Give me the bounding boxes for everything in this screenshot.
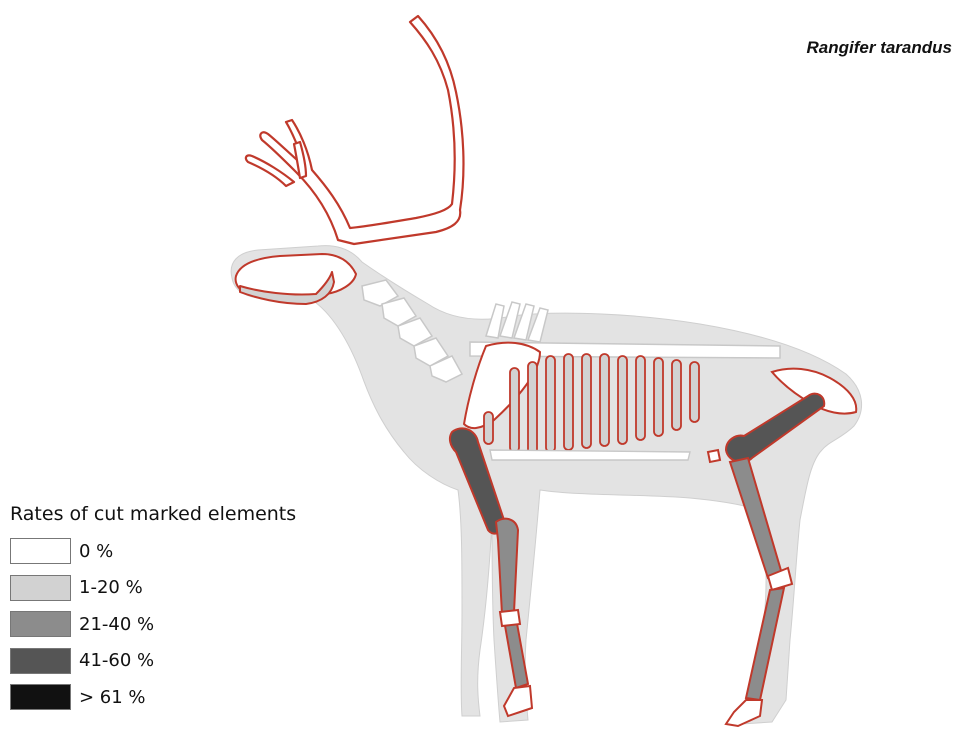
rib-12: [690, 362, 699, 422]
legend-title: Rates of cut marked elements: [10, 503, 296, 525]
rib-7: [600, 354, 609, 446]
legend-item: 41-60 %: [10, 643, 296, 680]
legend-swatch: [10, 611, 71, 637]
legend-item: 1-20 %: [10, 570, 296, 607]
legend-label: 41-60 %: [79, 650, 154, 671]
rib-9: [636, 356, 645, 440]
patella: [708, 450, 720, 462]
rib-4: [546, 356, 555, 452]
legend: Rates of cut marked elements 0 % 1-20 % 21…: [10, 503, 296, 716]
rib-6: [582, 354, 591, 448]
species-label: Rangifer tarandus: [807, 38, 952, 58]
sternum: [490, 450, 690, 460]
rib-1: [484, 412, 493, 444]
legend-label: 1-20 %: [79, 577, 143, 598]
antlers: [246, 16, 464, 244]
legend-items: 0 % 1-20 % 21-40 % 41-60 % > 61 %: [10, 533, 296, 716]
rib-2: [510, 368, 519, 452]
legend-item: 21-40 %: [10, 606, 296, 643]
carpals: [500, 610, 520, 626]
legend-swatch: [10, 538, 71, 564]
legend-label: > 61 %: [79, 687, 146, 708]
rib-10: [654, 358, 663, 436]
legend-label: 0 %: [79, 541, 113, 562]
legend-item: 0 %: [10, 533, 296, 570]
rib-8: [618, 356, 627, 444]
rib-5: [564, 354, 573, 450]
legend-item: > 61 %: [10, 679, 296, 716]
legend-swatch: [10, 575, 71, 601]
rib-3: [528, 362, 537, 454]
legend-label: 21-40 %: [79, 614, 154, 635]
rib-11: [672, 360, 681, 430]
legend-swatch: [10, 648, 71, 674]
legend-swatch: [10, 684, 71, 710]
